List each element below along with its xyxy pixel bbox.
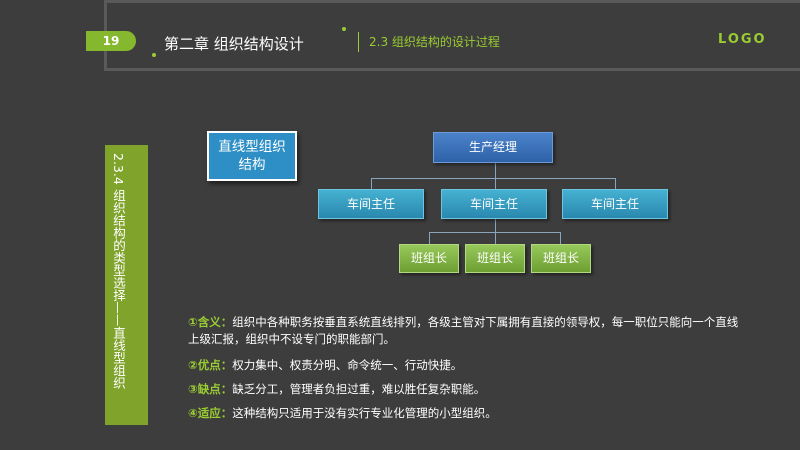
description-point-advantages: ②优点：权力集中、权责分明、命令统一、行动快捷。 xyxy=(188,357,748,374)
org-node-team-leader: 班组长 xyxy=(531,244,591,273)
connector-line xyxy=(429,232,560,233)
point-text: 这种结构只适用于没有实行专业化管理的小型组织。 xyxy=(232,406,497,420)
frame-line-bottom xyxy=(104,68,800,71)
connector-line xyxy=(371,178,372,189)
org-node-workshop-director: 车间主任 xyxy=(318,189,424,219)
sidebar-section-label: 2.3.4 组织结构的类型选择——直线型组织 xyxy=(111,153,126,389)
logo: LOGO xyxy=(718,32,767,47)
section-sidebar: 2.3.4 组织结构的类型选择——直线型组织 xyxy=(105,145,148,425)
org-node-team-leader: 班组长 xyxy=(399,244,459,273)
description-point-meaning: ①含义：组织中各种职务按垂直系统直线排列，各级主管对下属拥有直接的领导权，每一职… xyxy=(188,314,748,348)
connector-line xyxy=(615,178,616,189)
connector-line xyxy=(560,232,561,244)
org-chart-title: 直线型组织 结构 xyxy=(207,131,297,181)
org-node-workshop-director: 车间主任 xyxy=(562,189,668,219)
decor-dot xyxy=(152,53,156,57)
connector-line xyxy=(495,232,496,244)
point-text: 组织中各种职务按垂直系统直线排列，各级主管对下属拥有直接的领导权，每一职位只能向… xyxy=(188,315,739,346)
connector-line xyxy=(495,219,496,232)
connector-line xyxy=(429,232,430,244)
connector-line xyxy=(495,163,496,178)
point-text: 权力集中、权责分明、命令统一、行动快捷。 xyxy=(232,358,463,372)
point-label: ②优点： xyxy=(188,358,233,372)
chapter-title: 第二章 组织结构设计 xyxy=(164,35,304,53)
org-node-production-manager: 生产经理 xyxy=(433,132,553,163)
org-node-workshop-director: 车间主任 xyxy=(441,189,547,219)
connector-line xyxy=(495,178,496,189)
connector-line xyxy=(371,178,615,179)
point-label: ①含义： xyxy=(188,315,233,329)
decor-dot xyxy=(342,27,346,31)
org-node-team-leader: 班组长 xyxy=(465,244,525,273)
point-label: ③缺点： xyxy=(188,382,233,396)
chart-title-line-1: 直线型组织 xyxy=(218,139,286,155)
chart-title-line-2: 结构 xyxy=(238,157,266,173)
description-point-disadvantages: ③缺点：缺乏分工，管理者负担过重，难以胜任复杂职能。 xyxy=(188,381,748,398)
page-number-badge: 19 xyxy=(86,31,136,51)
description-point-applicability: ④适应：这种结构只适用于没有实行专业化管理的小型组织。 xyxy=(188,405,748,422)
section-title: 2.3 组织结构的设计过程 xyxy=(358,32,652,52)
point-label: ④适应： xyxy=(188,406,233,420)
point-text: 缺乏分工，管理者负担过重，难以胜任复杂职能。 xyxy=(232,382,486,396)
frame-line-top xyxy=(104,0,800,3)
